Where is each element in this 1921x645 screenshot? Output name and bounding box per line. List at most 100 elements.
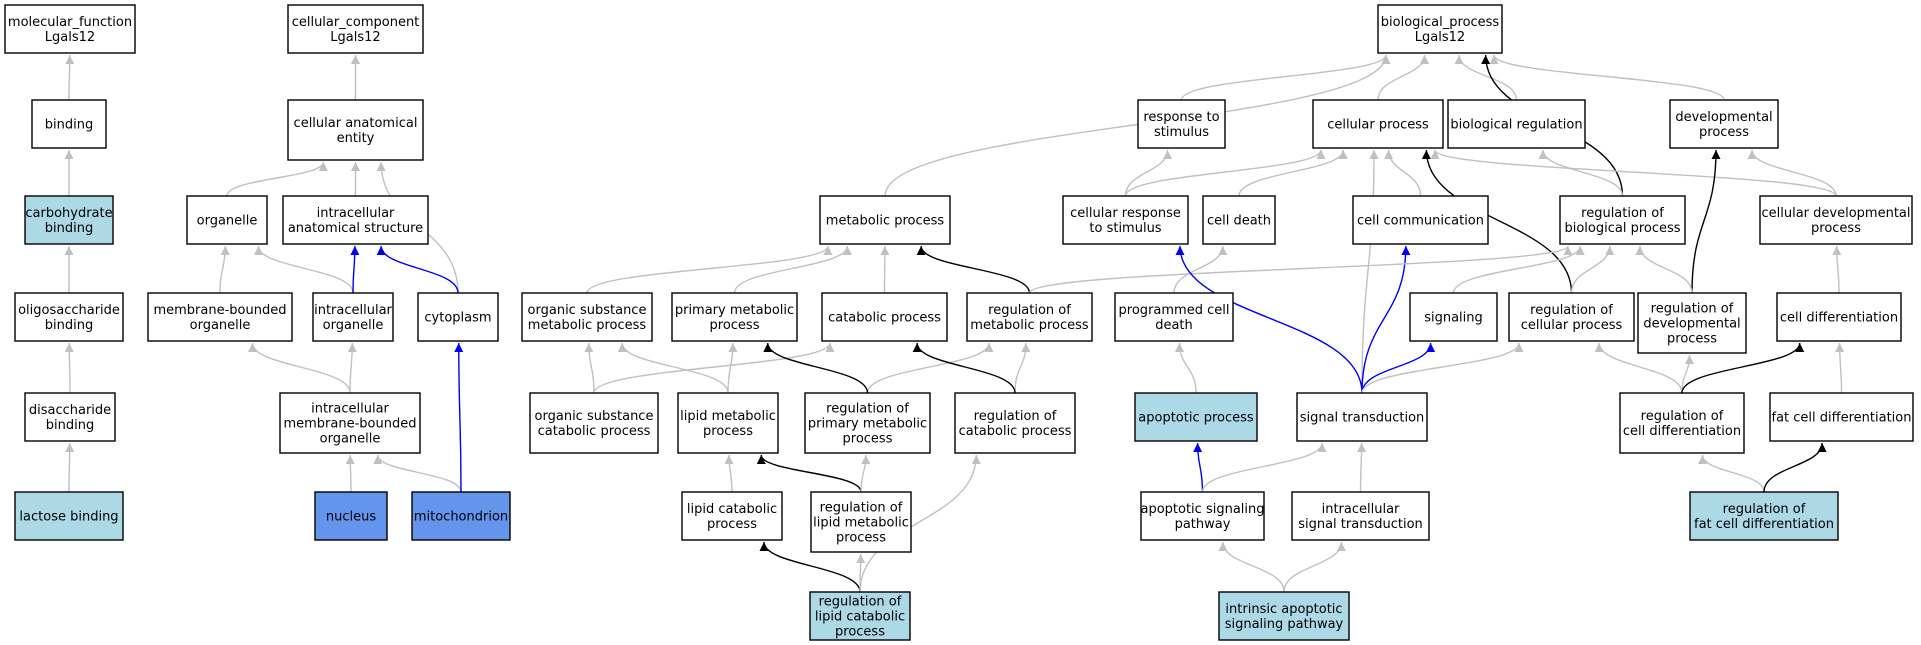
term-node-ap[interactable]: apoptotic process — [1134, 392, 1258, 442]
term-label-line: response to — [1143, 110, 1219, 125]
term-box — [1559, 195, 1686, 245]
term-label-line: organic substance — [528, 303, 647, 318]
term-label-line: developmental — [1643, 317, 1740, 332]
term-node-celldiff[interactable]: cell differentiation — [1776, 292, 1902, 342]
term-label-line: Lgals12 — [330, 30, 380, 45]
term-box — [314, 491, 388, 541]
term-node-lactose[interactable]: lactose binding — [14, 491, 124, 541]
term-label-line: regulation of — [1530, 303, 1613, 318]
term-box — [821, 292, 948, 342]
term-label-line: disaccharide — [29, 403, 111, 418]
term-label-line: cell communication — [1357, 214, 1484, 229]
edge-lmp-to-pmp — [727, 342, 738, 394]
term-box — [1447, 99, 1586, 149]
edge-rcatp-to-catp — [912, 342, 1016, 394]
term-node-sig[interactable]: signaling — [1409, 292, 1498, 342]
term-label-line: organelle — [197, 214, 258, 229]
term-label-line: process — [1811, 221, 1861, 236]
term-node-cytoplasm[interactable]: cytoplasm — [417, 292, 499, 342]
term-label-line: Lgals12 — [1415, 30, 1465, 45]
term-box — [287, 4, 424, 54]
edge-oscp-to-osmp — [584, 342, 595, 394]
term-label-line: lipid metabolic — [680, 409, 776, 424]
term-box — [1137, 99, 1226, 149]
edge-rpmp-to-pmp — [763, 342, 869, 394]
edge-mp-to-bp — [884, 54, 1391, 197]
term-node-cd[interactable]: cell death — [1202, 195, 1276, 245]
term-box — [681, 491, 783, 541]
edge-disacch-to-oligo — [64, 342, 74, 394]
term-label-line: intracellular — [1322, 502, 1400, 517]
term-node-mito[interactable]: mitochondrion — [411, 491, 511, 541]
edge-oscp-to-catp — [593, 342, 835, 394]
term-box — [287, 99, 424, 161]
term-label-line: intracellular — [317, 206, 395, 221]
term-box — [1312, 99, 1444, 149]
edge-rcp-to-rbp — [1570, 245, 1615, 294]
term-node-st[interactable]: signal transduction — [1296, 392, 1428, 442]
term-node-br[interactable]: biological regulation — [1447, 99, 1586, 149]
term-label-line: cell differentiation — [1623, 424, 1741, 439]
edge-cytoplasm-to-ias — [376, 245, 459, 294]
term-label-line: fat cell differentiation — [1694, 517, 1834, 532]
term-node-organelle[interactable]: organelle — [186, 195, 268, 245]
term-box — [1689, 491, 1839, 541]
term-label-line: programmed cell — [1119, 303, 1230, 318]
term-box — [1769, 392, 1914, 442]
edge-io-to-organelle — [254, 245, 354, 294]
term-box — [1062, 195, 1189, 245]
edge-imbo-to-io — [347, 342, 357, 394]
term-node-catp[interactable]: catabolic process — [821, 292, 948, 342]
edge-pmp-to-mp — [733, 245, 852, 294]
term-node-mp[interactable]: metabolic process — [819, 195, 951, 245]
edge-rfcd-to-fcd — [1763, 442, 1827, 493]
term-node-fcd[interactable]: fat cell differentiation — [1769, 392, 1914, 442]
term-node-cc2[interactable]: cell communication — [1352, 195, 1489, 245]
term-label-line: intracellular — [314, 303, 392, 318]
term-box — [147, 292, 293, 342]
term-node-cp[interactable]: cellular process — [1312, 99, 1444, 149]
term-label-line: mitochondrion — [414, 510, 508, 525]
term-label-line: fat cell differentiation — [1772, 411, 1912, 426]
term-node-binding[interactable]: binding — [31, 99, 107, 149]
term-node-nucleus[interactable]: nucleus — [314, 491, 388, 541]
term-box — [1140, 491, 1265, 541]
term-box — [809, 591, 911, 641]
